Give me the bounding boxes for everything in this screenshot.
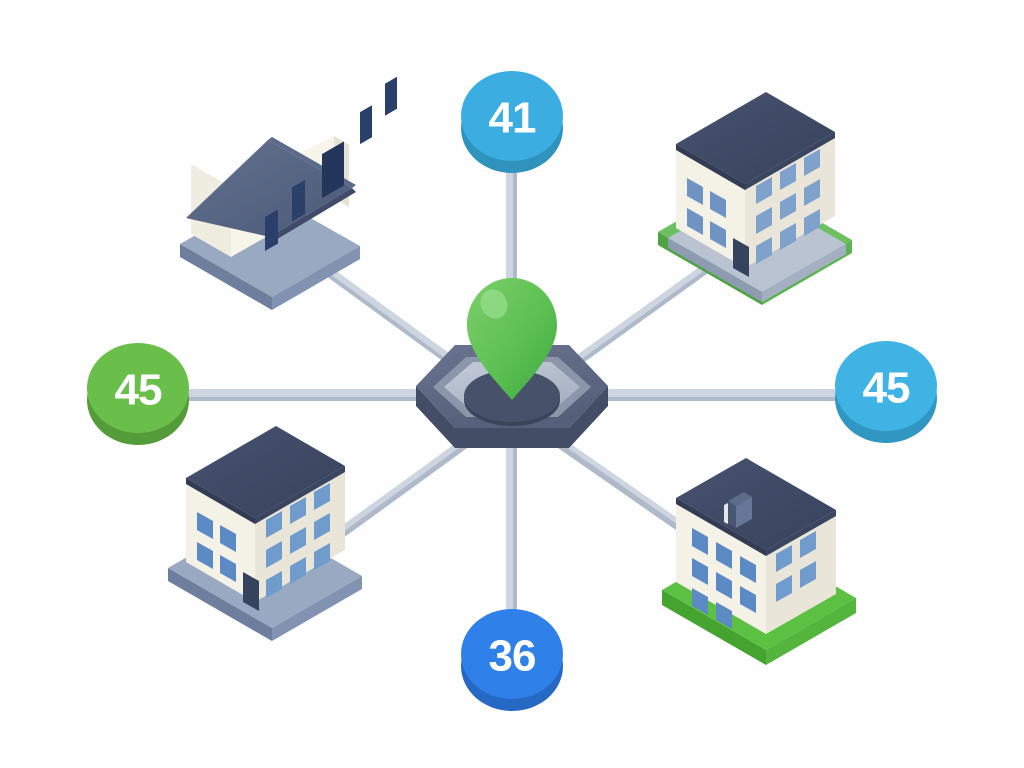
central-location-hub[interactable] [416,278,608,448]
badge-right-value: 45 [863,364,910,413]
building-top-left[interactable] [180,76,397,310]
map-pin-icon [467,278,557,400]
badge-right[interactable]: 45 [835,341,937,443]
spoke-top [506,110,517,410]
building-bottom-right[interactable] [662,458,856,665]
badge-top-value: 41 [489,94,536,143]
building-bottom-left[interactable] [168,426,362,641]
spoke-bottom [506,405,517,663]
badge-left[interactable]: 45 [87,343,189,445]
badge-bottom[interactable]: 36 [461,609,563,711]
building-top-right[interactable] [658,92,852,305]
badge-top[interactable]: 41 [461,71,563,173]
badge-bottom-value: 36 [489,632,536,681]
badge-left-value: 45 [115,366,162,415]
